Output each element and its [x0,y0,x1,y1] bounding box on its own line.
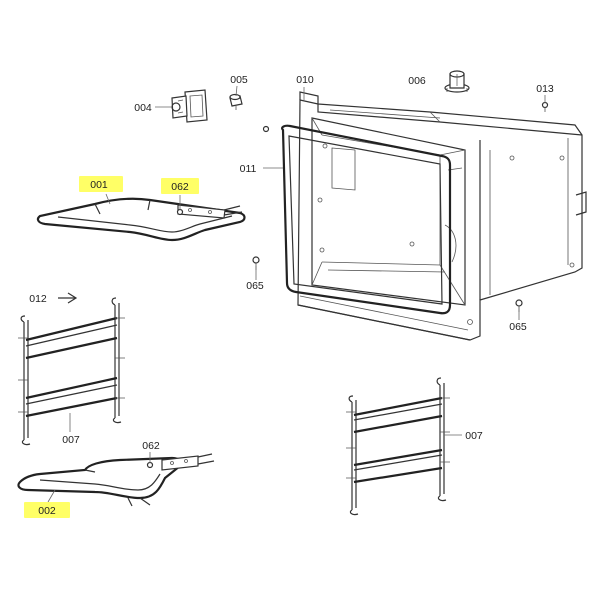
label-004: 004 [134,102,152,114]
oven-cavity [297,91,587,341]
highlight-001 [79,176,123,192]
screw-fixing [262,125,270,133]
label-062-bottom: 062 [142,440,160,452]
label-013: 013 [536,83,554,95]
bottom-heating-element-002 [17,453,215,507]
label-006: 006 [408,75,426,87]
label-010: 010 [296,74,314,86]
label-011: 011 [240,163,257,175]
label-007-right: 007 [465,430,483,442]
shelf-rack-left-007 [18,297,125,446]
thermostat-part-005 [229,93,243,110]
leader-lines [47,74,546,503]
switch-part-004 [171,89,208,123]
clip-012 [58,292,78,304]
label-005: 005 [230,74,248,86]
part-labels: 001 062 002 004 005 006 010 011 013 065 … [29,74,554,517]
label-007-left: 007 [62,434,80,446]
highlight-002 [24,502,70,518]
highlights [24,176,199,518]
top-heating-element-001 [36,197,246,242]
highlight-062 [161,178,199,194]
door-gasket [281,124,452,315]
label-062-top: 062 [171,181,189,193]
label-065-right: 065 [509,321,527,333]
screw-013 [541,101,549,112]
label-002: 002 [38,505,56,517]
motor-part-006 [444,70,470,93]
label-065-left: 065 [246,280,264,292]
label-012: 012 [29,293,47,305]
shelf-rack-right-007 [346,377,450,516]
label-001: 001 [90,179,108,191]
